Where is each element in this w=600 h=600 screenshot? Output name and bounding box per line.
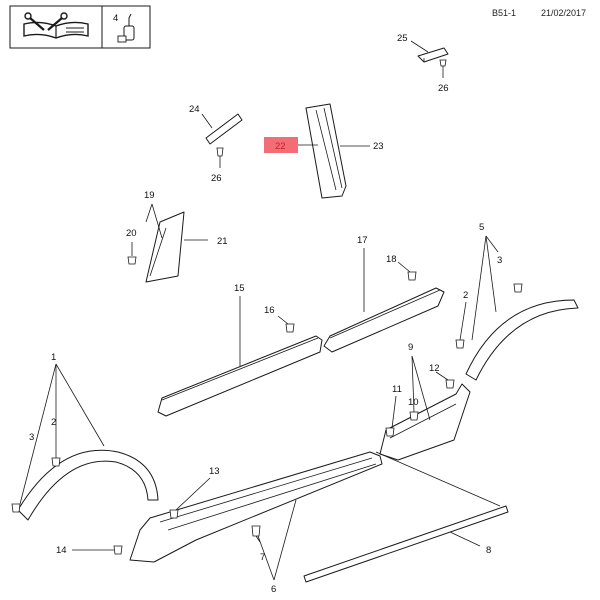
callout-26: 26 [211, 173, 222, 184]
callout-26-top: 26 [438, 83, 449, 94]
callout-6: 6 [271, 584, 276, 595]
part-14-fastener [113, 545, 123, 555]
leader-5b [485, 235, 497, 313]
leader-24 [201, 113, 213, 129]
part-26-fastener-top [439, 59, 447, 78]
callout-14: 14 [56, 545, 67, 556]
part-9-rear-corner-bracket [379, 383, 471, 461]
leader-1c [19, 363, 57, 505]
callout-17: 17 [357, 235, 368, 246]
callout-5: 5 [479, 222, 484, 233]
part-5-rear-wheel-arch [465, 299, 579, 381]
leader-5a [471, 235, 487, 341]
callout-21: 21 [217, 236, 228, 247]
callout-16: 16 [264, 305, 275, 316]
callout-25: 25 [397, 33, 408, 44]
leader-18 [397, 261, 411, 273]
part-6-sill-moulding [129, 451, 383, 563]
callout-2-rear: 2 [463, 290, 468, 301]
callout-12: 12 [429, 363, 440, 374]
part-7-fastener [251, 525, 261, 537]
part-10-fastener [409, 411, 419, 421]
part-23-pillar-trim [305, 103, 347, 199]
part-21-mirror-trim [145, 211, 185, 283]
part-26-fastener [216, 147, 224, 168]
leader-9 [411, 355, 431, 421]
callout-1: 1 [51, 352, 56, 363]
callout-9: 9 [408, 342, 413, 353]
highlighted-part-22 [264, 137, 298, 153]
leader-6b [257, 535, 275, 581]
part-8-seal-strip [303, 505, 509, 583]
callout-3-rear: 3 [497, 255, 502, 266]
part-1-front-wheel-arch [17, 449, 159, 521]
part-24-clip [205, 113, 243, 145]
leader-7 [255, 535, 261, 543]
part-25-clip [417, 47, 449, 63]
leader-25 [410, 40, 429, 53]
leader-13 [175, 477, 211, 511]
leader-12 [435, 371, 449, 381]
part-17-rear-door-moulding [323, 287, 445, 353]
part-15-front-door-moulding [157, 335, 323, 417]
leader-8a [375, 451, 501, 507]
callout-2-front: 2 [51, 417, 56, 428]
manual-wrench-icon [23, 12, 89, 39]
leader-19b [151, 203, 163, 239]
callout-19: 19 [144, 190, 155, 201]
callout-10: 10 [408, 397, 419, 408]
diagram-date: 21/02/2017 [541, 8, 586, 18]
part-20-fastener [127, 256, 137, 265]
part-3-fastener-rear [513, 283, 523, 293]
callout-15: 15 [234, 283, 245, 294]
callout-18: 18 [386, 254, 397, 265]
callout-22: 22 [275, 141, 286, 152]
callout-24: 24 [189, 104, 200, 115]
leader-11 [391, 395, 397, 429]
callout-11: 11 [392, 384, 402, 395]
callout-3-front: 3 [29, 432, 34, 443]
leader-10 [411, 355, 415, 413]
part-16-fastener [285, 323, 295, 333]
diagram-code: B51-1 [492, 8, 516, 18]
part-12-fastener [445, 379, 455, 389]
legend-quantity: 4 [113, 13, 118, 24]
leader-1a [55, 363, 105, 447]
leader-6a [273, 499, 297, 581]
part-18-fastener [407, 271, 417, 281]
leader-8b [449, 531, 481, 547]
legend-box: 4 [9, 5, 151, 49]
part-2-fastener-front [51, 457, 61, 467]
callout-8: 8 [486, 545, 491, 556]
part-13-fastener [169, 509, 179, 519]
leader-5c [485, 235, 499, 253]
callout-20: 20 [126, 228, 137, 239]
leader-2-rear [459, 301, 467, 341]
part-11-fastener [385, 427, 395, 437]
part-2-fastener-rear [455, 339, 465, 349]
callout-7: 7 [260, 552, 265, 563]
leader-19a [145, 203, 153, 223]
part-3-fastener-front [11, 503, 21, 513]
sealant-tube-icon [117, 13, 135, 43]
callout-23: 23 [373, 141, 384, 152]
callout-13: 13 [209, 466, 220, 477]
leader-16 [277, 315, 289, 325]
